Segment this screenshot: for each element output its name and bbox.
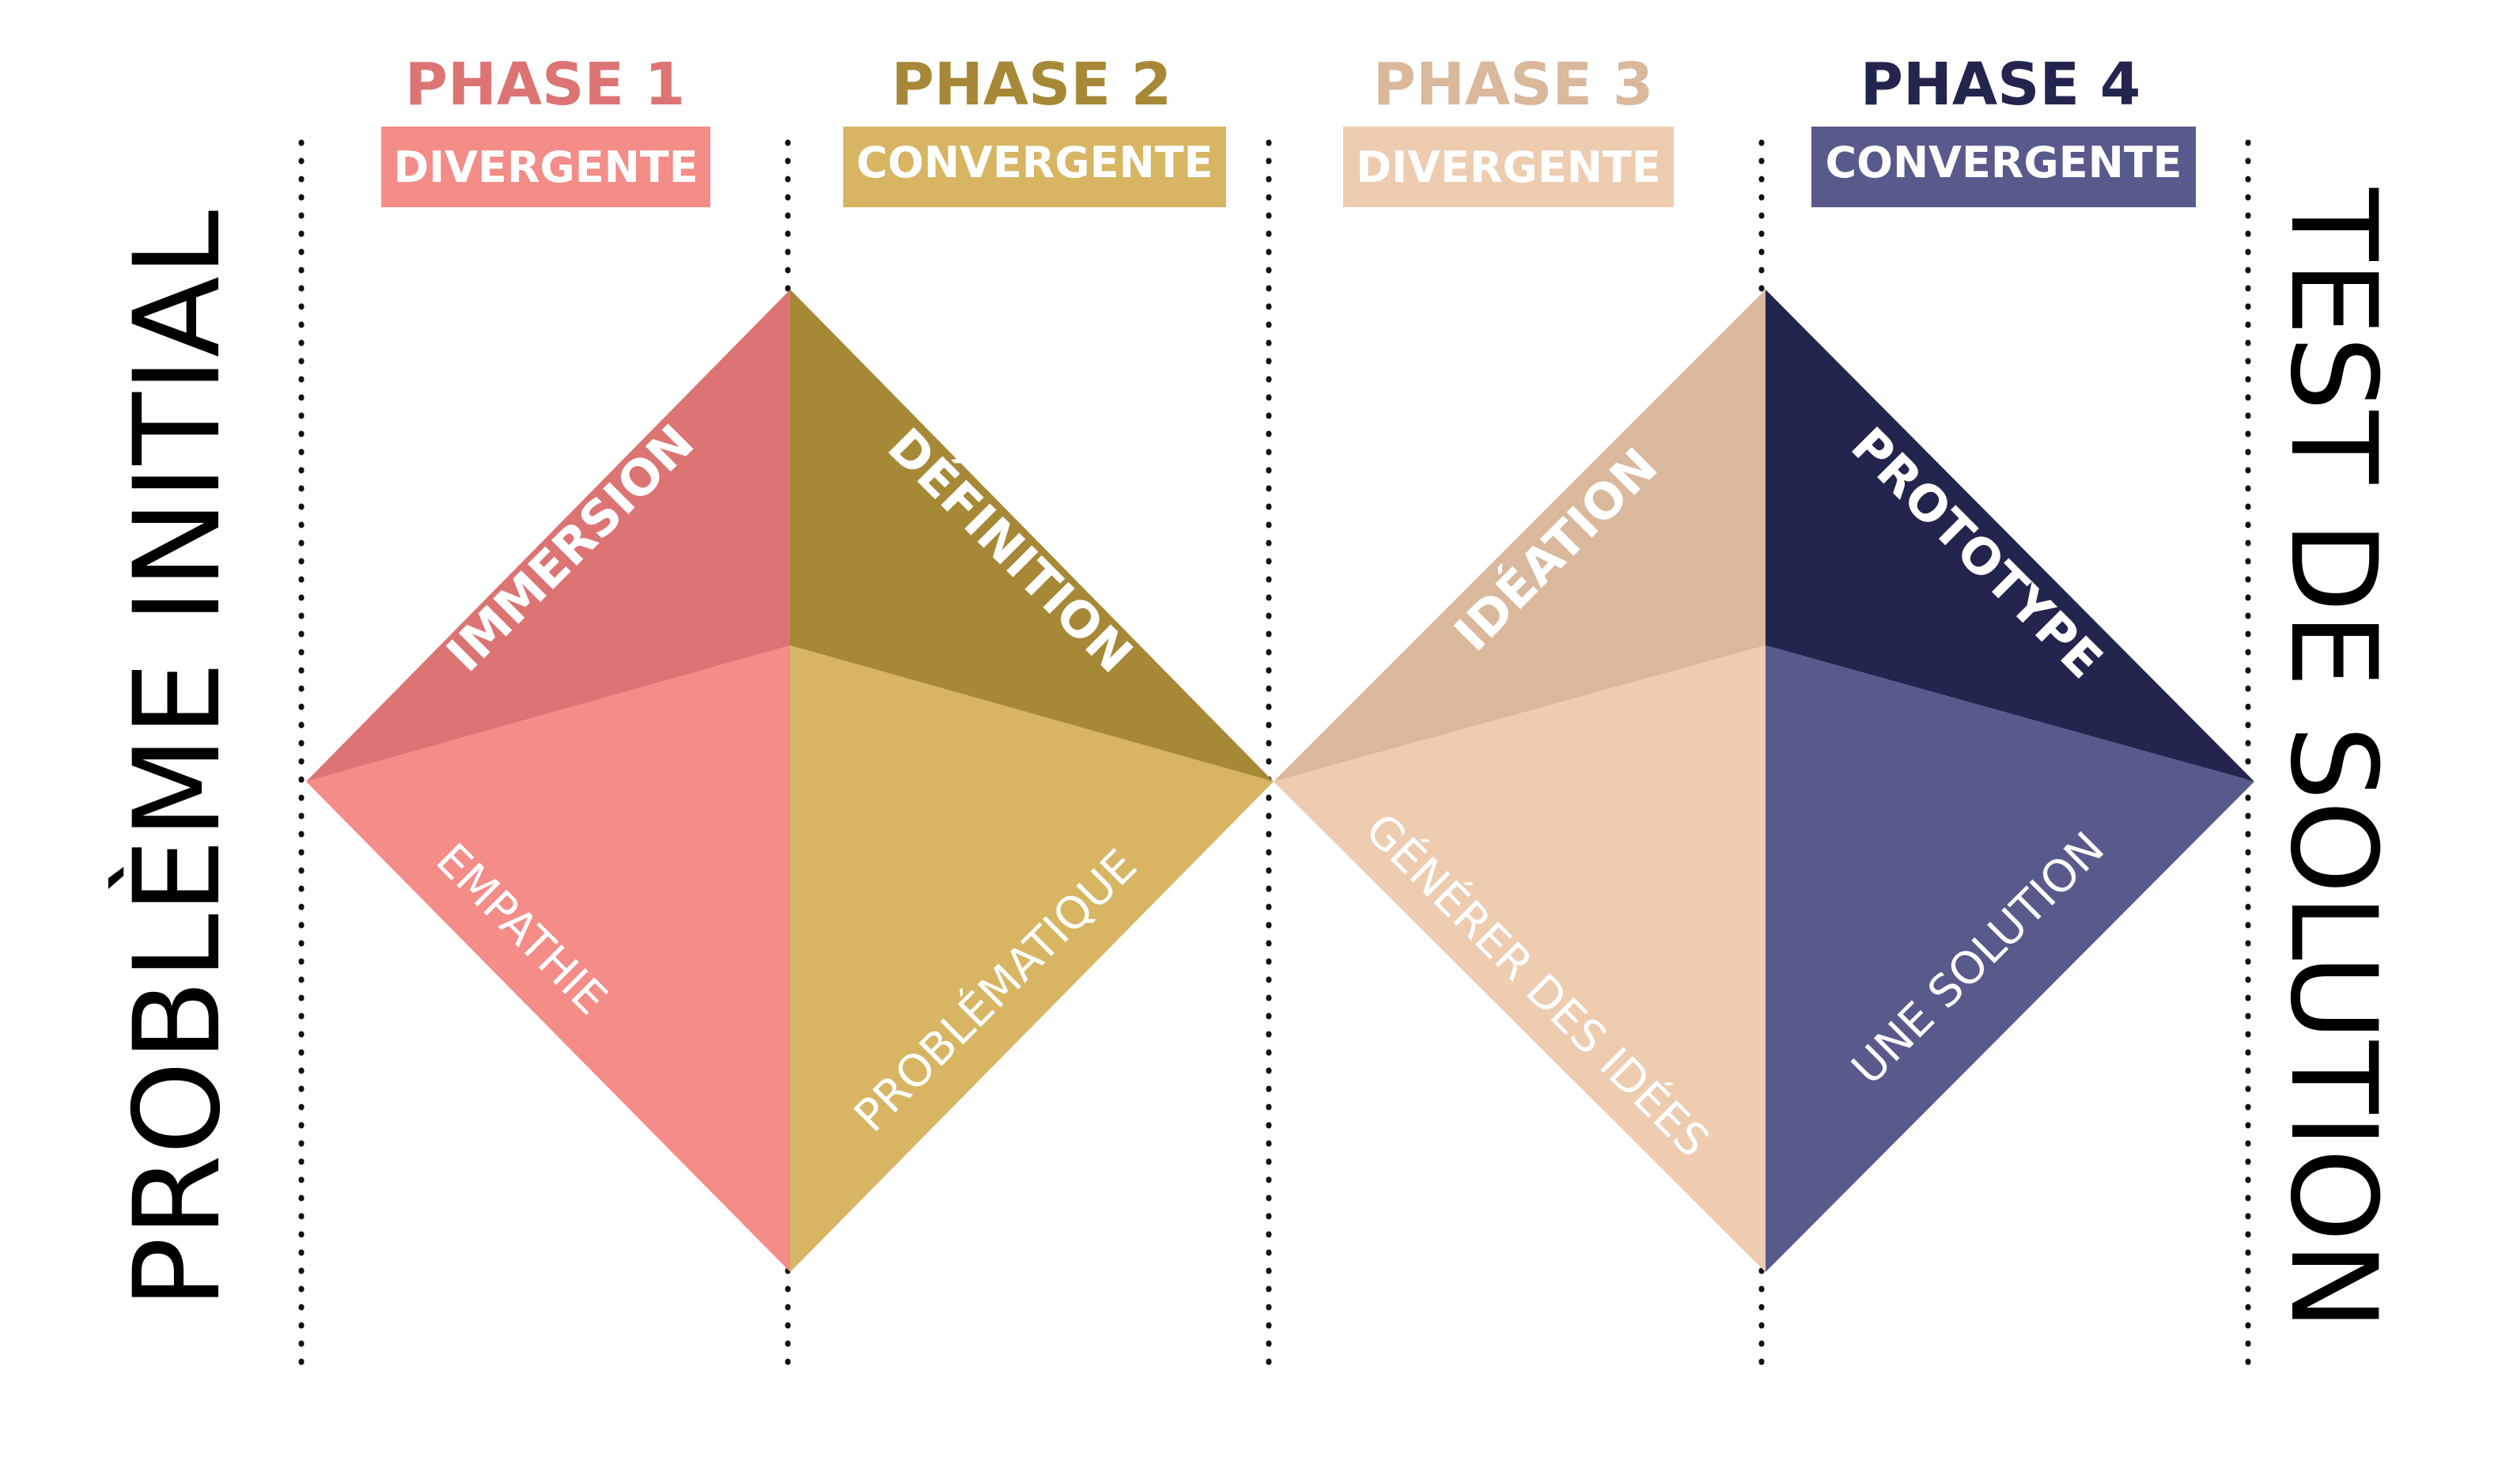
- problematique-facet: [790, 645, 1274, 1272]
- ideation-facet: [1274, 290, 1766, 782]
- phase-header-4: PHASE 4 CONVERGENTE: [1811, 51, 2196, 207]
- phase-3-title: PHASE 3: [1373, 51, 1654, 119]
- generer-des-idees-facet: [1274, 645, 1766, 1272]
- left-side-label: PROBLÈME INITIAL: [108, 210, 247, 1309]
- phase-1-title: PHASE 1: [405, 51, 686, 119]
- phase-4-title: PHASE 4: [1860, 51, 2141, 119]
- phase-3-mode-label: DIVERGENTE: [1356, 142, 1660, 192]
- phase-2-mode-badge: [843, 127, 1226, 207]
- phase-4-mode-badge: [1811, 127, 2196, 207]
- phase-header-2: PHASE 2 CONVERGENTE: [843, 51, 1226, 207]
- definition-facet: [790, 290, 1274, 782]
- diamond-develop-deliver: [1274, 290, 2254, 1272]
- une-solution-facet: [1766, 645, 2254, 1272]
- diamond-discover-define: [306, 290, 1274, 1272]
- phase-3-mode-badge: [1343, 127, 1674, 207]
- prototype-facet: [1766, 290, 2254, 782]
- phase-header-1: PHASE 1 DIVERGENTE: [381, 51, 710, 207]
- phase-1-mode-label: DIVERGENTE: [393, 142, 698, 192]
- phase-header-3: PHASE 3 DIVERGENTE: [1343, 51, 1674, 207]
- phase-4-mode-label: CONVERGENTE: [1825, 138, 2182, 187]
- phase-2-mode-label: CONVERGENTE: [856, 138, 1213, 187]
- phase-1-mode-badge: [381, 127, 710, 207]
- right-side-label: TEST DE SOLUTION: [2264, 187, 2401, 1331]
- immersion-facet: [306, 290, 790, 782]
- empathie-facet: [306, 645, 790, 1272]
- phase-2-title: PHASE 2: [891, 51, 1172, 119]
